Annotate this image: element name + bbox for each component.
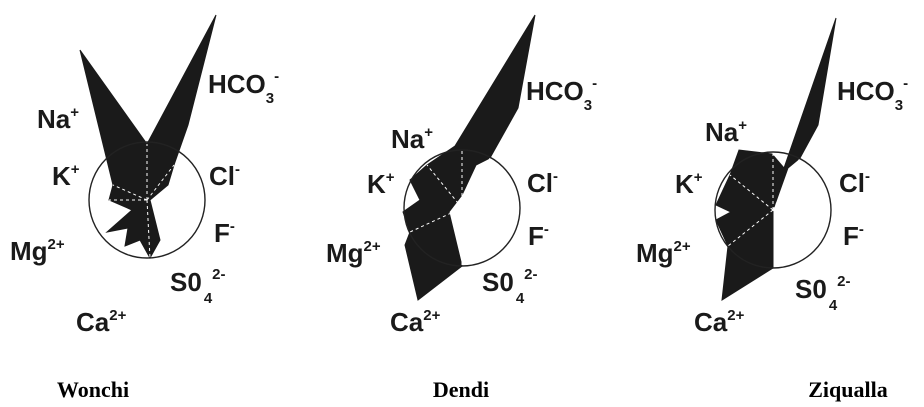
ziqualla-label-k: K+ (675, 169, 703, 199)
diagram-ziqualla: Na+ HCO3- K+ Cl- Mg2+ F- S042- Ca2+ Ziqu… (636, 17, 908, 402)
wonchi-unit-circle (88, 141, 206, 259)
dendi-label-mg: Mg2+ (326, 238, 381, 268)
wonchi-label-ca: Ca2+ (76, 307, 127, 337)
wonchi-label-cl: Cl- (209, 161, 240, 191)
diagram-wonchi: Na+ HCO3- K+ Cl- Mg2+ F- S042- Ca2+ Wonc… (10, 14, 279, 402)
wonchi-label-so4: S042- (170, 266, 226, 307)
ziqualla-label-so4: S042- (795, 273, 851, 314)
dendi-label-so4: S042- (482, 266, 538, 307)
ziqualla-label-hco3: HCO3- (837, 75, 908, 114)
diagram-dendi: Na+ HCO3- K+ Cl- Mg2+ F- S042- Ca2+ Dend… (326, 14, 597, 402)
dendi-label-na: Na+ (391, 124, 433, 154)
site-name-ziqualla: Ziqualla (808, 377, 887, 402)
site-name-wonchi: Wonchi (57, 377, 129, 402)
wonchi-ion-polygon (79, 14, 217, 260)
wonchi-label-k: K+ (52, 161, 80, 191)
dendi-label-f: F- (528, 221, 549, 251)
dendi-label-ca: Ca2+ (390, 307, 441, 337)
ziqualla-label-f: F- (843, 221, 864, 251)
dendi-label-k: K+ (367, 169, 395, 199)
wonchi-label-f: F- (214, 218, 235, 248)
wonchi-label-hco3: HCO3- (208, 68, 279, 107)
wonchi-label-mg: Mg2+ (10, 236, 65, 266)
ziqualla-ion-polygon (715, 17, 837, 301)
ziqualla-label-mg: Mg2+ (636, 238, 691, 268)
dendi-label-hco3: HCO3- (526, 75, 597, 114)
dendi-ion-polygon (402, 14, 536, 301)
ziqualla-label-ca: Ca2+ (694, 307, 745, 337)
ziqualla-label-cl: Cl- (839, 168, 870, 198)
wonchi-label-na: Na+ (37, 104, 79, 134)
ziqualla-unit-circle (714, 151, 832, 269)
dendi-label-cl: Cl- (527, 168, 558, 198)
ziqualla-label-na: Na+ (705, 117, 747, 147)
site-name-dendi: Dendi (433, 377, 489, 402)
dendi-unit-circle (403, 149, 521, 267)
